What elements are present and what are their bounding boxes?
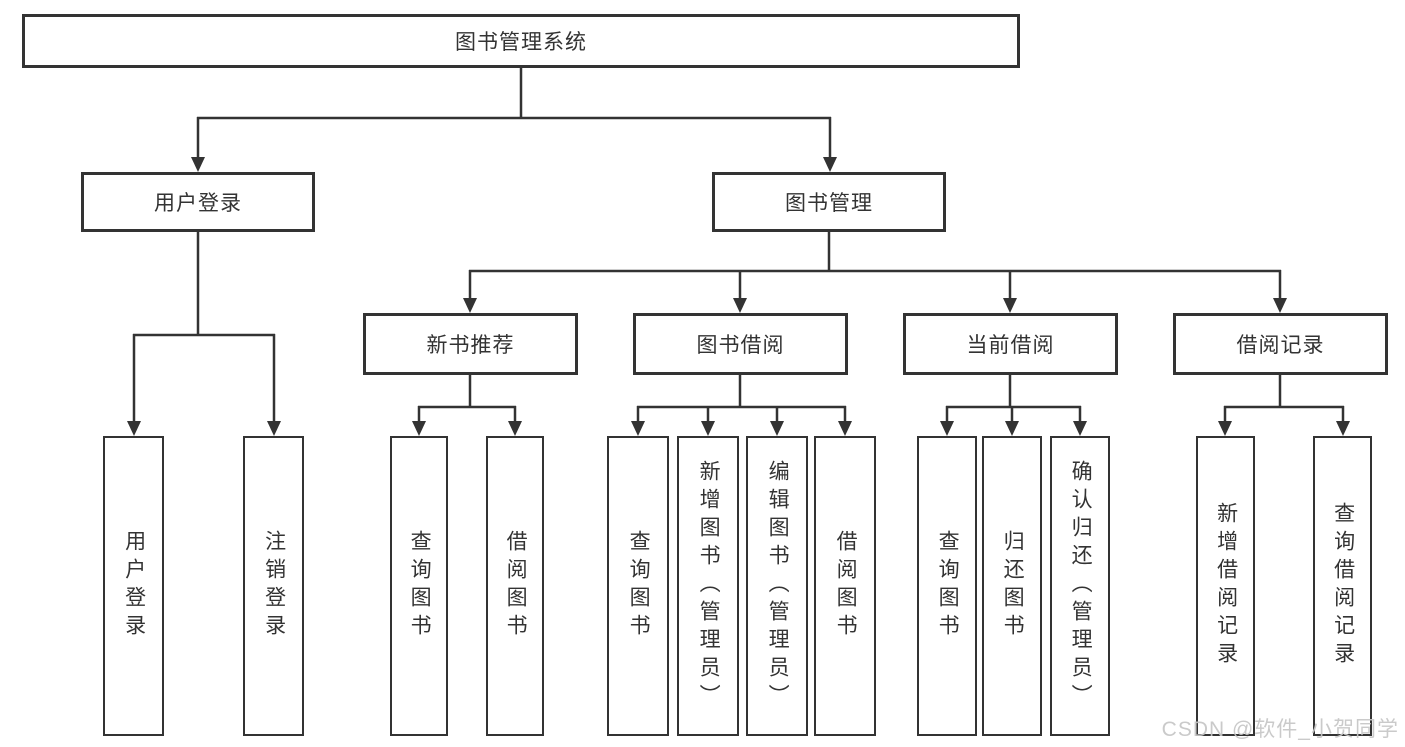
node-label: 归还图书: [1001, 530, 1025, 642]
node-label: 图书借阅: [696, 334, 785, 357]
leaf-query-borrow-record: 查询借阅记录: [1313, 436, 1372, 736]
node-new-book-recommend: 新书推荐: [363, 313, 578, 375]
leaf-return-books: 归还图书: [982, 436, 1042, 736]
leaf-query-books-borrow: 查询图书: [607, 436, 669, 736]
node-label: 新增借阅记录: [1214, 502, 1238, 670]
node-current-borrow: 当前借阅: [903, 313, 1118, 375]
node-user-login: 用户登录: [81, 172, 315, 232]
leaf-edit-books-admin: 编辑图书（管理员）: [746, 436, 808, 736]
node-label: 借阅图书: [834, 530, 858, 642]
leaf-logout: 注销登录: [243, 436, 304, 736]
node-label: 借阅记录: [1236, 334, 1325, 357]
leaf-confirm-return-admin: 确认归还（管理员）: [1050, 436, 1110, 736]
node-label: 查询图书: [627, 530, 651, 642]
node-label: 图书管理: [785, 192, 873, 215]
node-label: 新书推荐: [426, 334, 515, 357]
node-label: 当前借阅: [966, 334, 1055, 357]
node-label: 借阅图书: [504, 530, 528, 642]
node-borrow-records: 借阅记录: [1173, 313, 1388, 375]
leaf-query-books-recommend: 查询图书: [390, 436, 448, 736]
node-book-borrow: 图书借阅: [633, 313, 848, 375]
leaf-user-login: 用户登录: [103, 436, 164, 736]
node-label: 查询借阅记录: [1331, 502, 1355, 670]
leaf-add-borrow-record: 新增借阅记录: [1196, 436, 1255, 736]
node-label: 确认归还（管理员）: [1069, 460, 1093, 712]
node-label: 用户登录: [122, 530, 146, 642]
node-book-management: 图书管理: [712, 172, 946, 232]
node-label: 图书管理系统: [455, 31, 587, 54]
leaf-query-books-current: 查询图书: [917, 436, 977, 736]
node-label: 查询图书: [408, 530, 432, 642]
node-label: 编辑图书（管理员）: [766, 460, 790, 712]
node-label: 查询图书: [936, 530, 960, 642]
leaf-add-books-admin: 新增图书（管理员）: [677, 436, 739, 736]
node-label: 用户登录: [154, 192, 242, 215]
leaf-borrow-books-recommend: 借阅图书: [486, 436, 544, 736]
node-label: 新增图书（管理员）: [697, 460, 721, 712]
csdn-watermark: CSDN @软件_小贺同学: [1161, 718, 1399, 741]
node-label: 注销登录: [262, 530, 286, 642]
leaf-borrow-books: 借阅图书: [814, 436, 876, 736]
node-root-library-system: 图书管理系统: [22, 14, 1020, 68]
